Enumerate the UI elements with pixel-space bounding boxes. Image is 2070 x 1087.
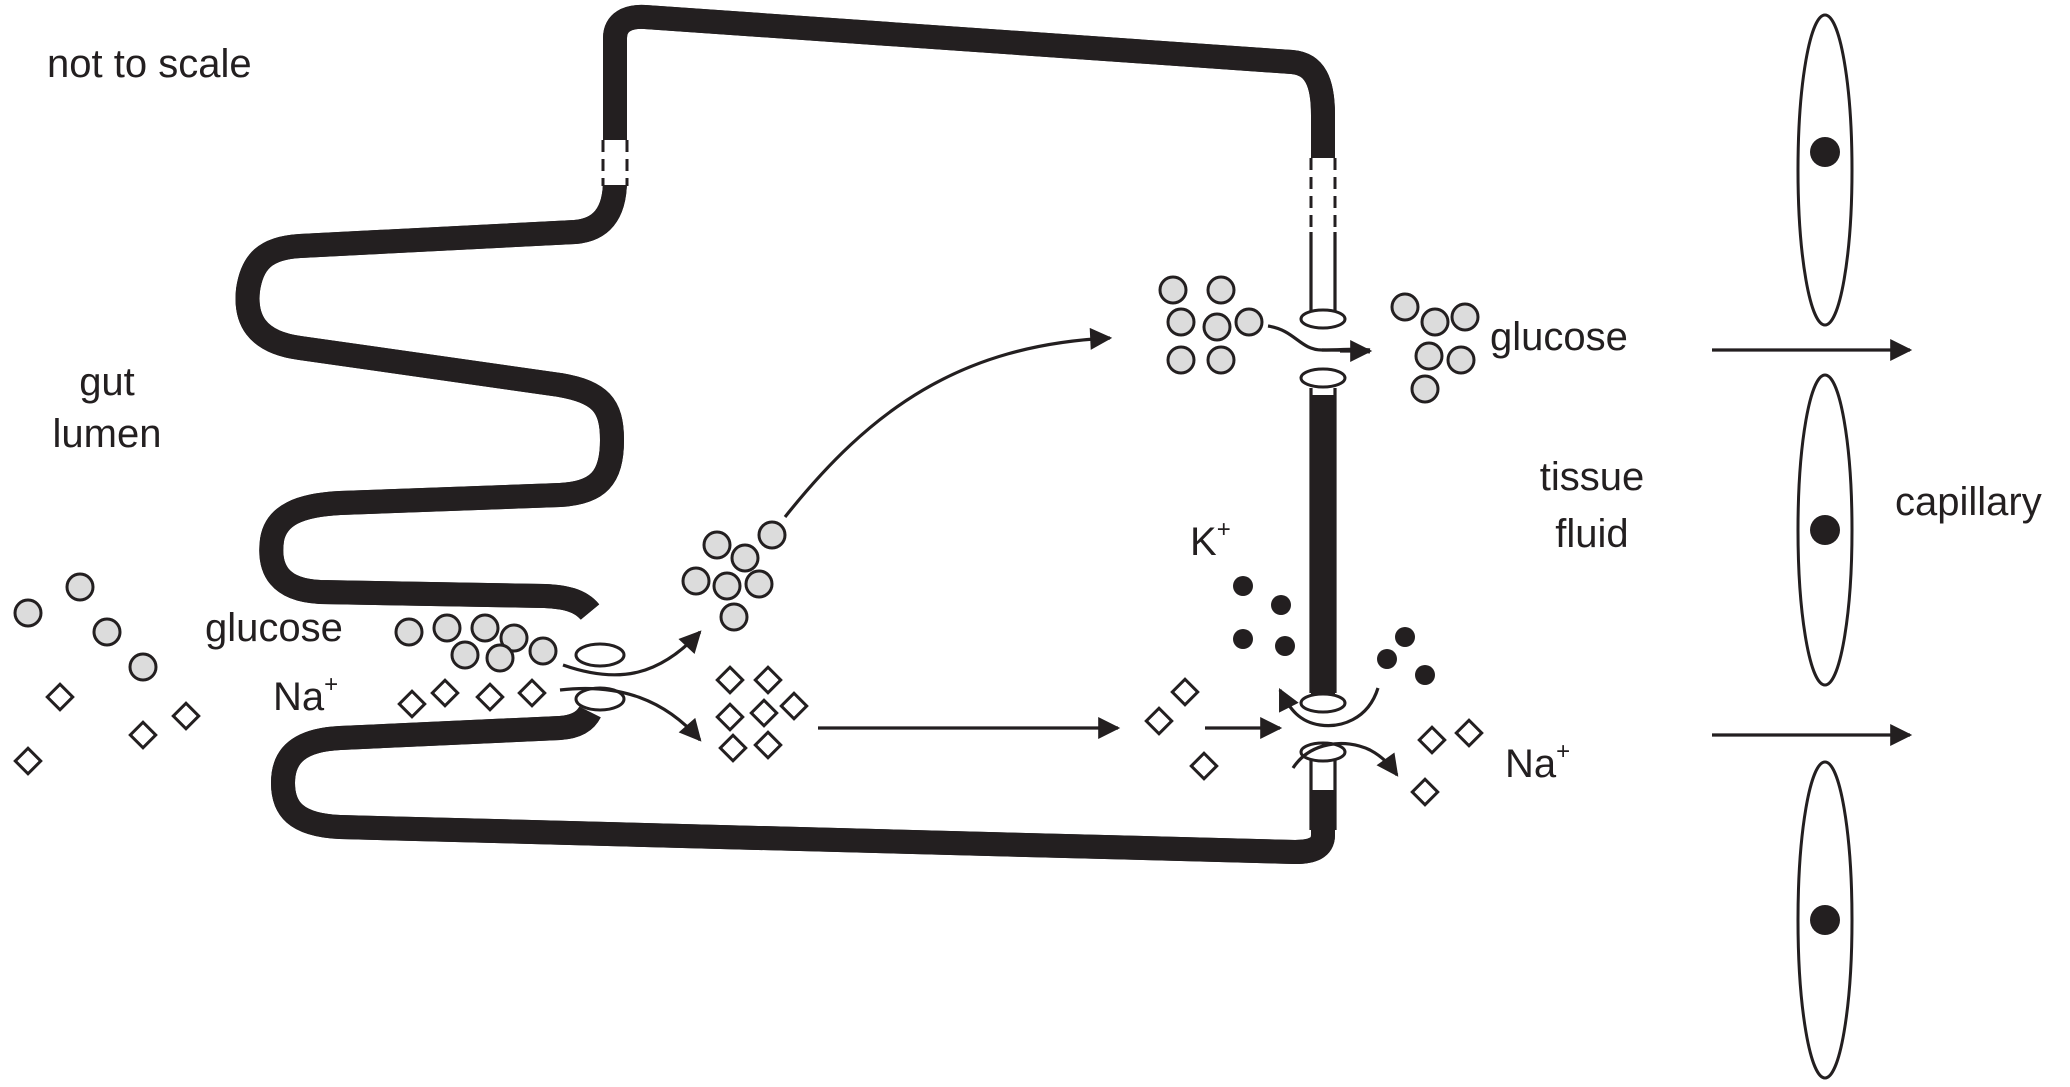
tissue-fluid-label-line1: tissue <box>1540 455 1645 499</box>
sodium-ions-tissue-fluid <box>1410 718 1484 807</box>
pump-protein-lower <box>1299 741 1347 763</box>
basolateral-membrane <box>1309 232 1337 830</box>
arrow-glucose-through-channel <box>1267 324 1373 362</box>
sodium-right-label: Na+ <box>1505 738 1570 786</box>
potassium-ions-tissue-fluid <box>1233 576 1295 656</box>
glucose-molecules-near-membrane <box>394 613 558 673</box>
scale-note-label: not to scale <box>47 42 252 86</box>
glucose-channel-protein-lower <box>1299 367 1347 389</box>
capillary-cell-middle <box>1796 373 1854 687</box>
gut-lumen-label-line1: gut <box>79 360 135 404</box>
capillary-cell-bottom <box>1796 760 1854 1080</box>
arrow-potassium-into-cell <box>1278 687 1380 728</box>
tissue-fluid-label-line2: fluid <box>1555 512 1628 556</box>
glucose-molecules-tissue-fluid <box>1390 292 1480 404</box>
glucose-molecules-near-basolateral <box>1158 275 1264 375</box>
arrow-sodium-into-cell <box>559 686 702 742</box>
glucose-molecules-in-cell <box>681 520 787 632</box>
glucose-right-label: glucose <box>1490 315 1628 359</box>
arrow-glucose-across-cell <box>783 327 1113 518</box>
capillary-cell-top <box>1796 13 1854 327</box>
capillary-label: capillary <box>1895 480 2042 524</box>
sodium-ions-near-pump <box>1144 677 1219 781</box>
cotransporter-protein-glucose <box>574 642 626 668</box>
sodium-ions-near-membrane <box>397 678 547 719</box>
sodium-ions-in-cell <box>715 665 809 763</box>
glucose-molecules-lumen <box>13 572 158 682</box>
arrow-sodium-out-of-cell <box>1291 742 1399 777</box>
pump-protein-upper <box>1299 692 1347 714</box>
sodium-left-label: Na+ <box>273 671 338 719</box>
membrane-double-line <box>248 17 1323 852</box>
membrane-break-top-right <box>1306 158 1340 232</box>
glucose-left-label: glucose <box>205 606 343 650</box>
membrane-break-top-left <box>598 140 632 186</box>
sodium-ions-lumen <box>13 682 201 776</box>
gut-lumen-label-line2: lumen <box>53 412 162 456</box>
arrow-glucose-into-cell <box>562 630 702 677</box>
potassium-label: K+ <box>1190 516 1231 564</box>
glucose-channel-protein-upper <box>1299 308 1347 330</box>
potassium-ions-near-pump <box>1377 627 1435 685</box>
cell-outline <box>180 0 1380 900</box>
